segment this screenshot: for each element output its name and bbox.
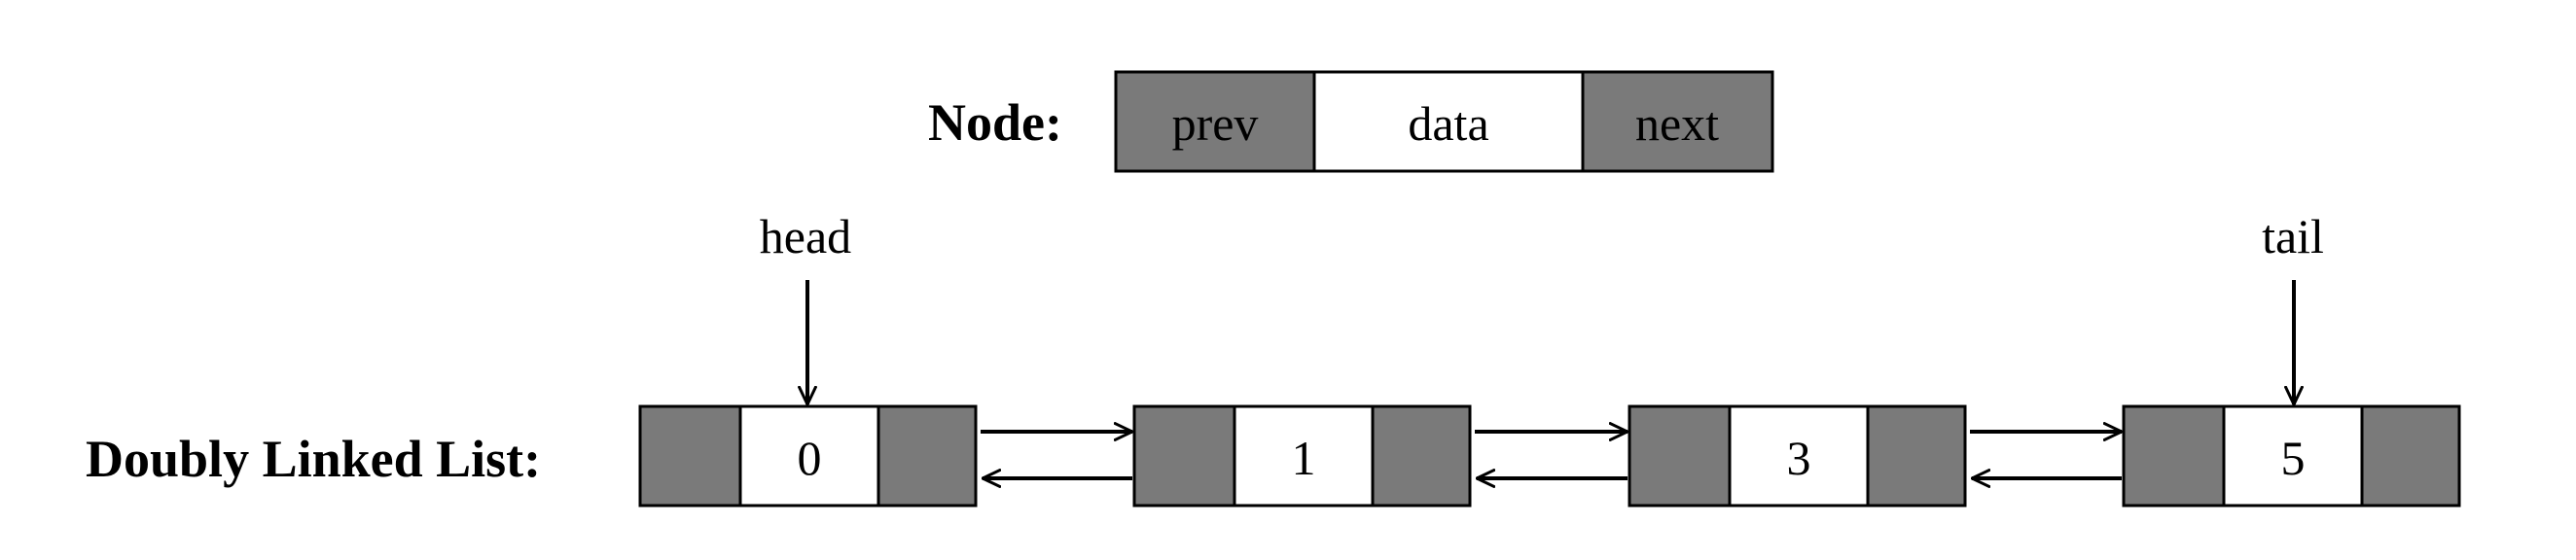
node-legend: Node: prev data next xyxy=(928,70,1774,173)
legend-prev-label: prev xyxy=(1172,96,1259,151)
node-prev-cell xyxy=(1132,404,1236,508)
legend-data-cell xyxy=(1312,70,1585,173)
tail-label: tail xyxy=(2262,209,2324,263)
node-value: 0 xyxy=(798,431,822,485)
list-node: 0 xyxy=(638,404,978,508)
node-legend-box: prev data next xyxy=(1114,70,1774,173)
list-node: 1 xyxy=(1132,404,1472,508)
head-pointer: head xyxy=(760,209,851,404)
head-label: head xyxy=(760,209,851,263)
tail-pointer: tail xyxy=(2262,209,2324,404)
node-value: 1 xyxy=(1292,431,1316,485)
node-data-cell xyxy=(1728,404,1870,508)
list-node: 5 xyxy=(2122,404,2461,508)
list-node: 3 xyxy=(1628,404,1967,508)
list-label: Doubly Linked List: xyxy=(86,430,541,488)
node-next-cell xyxy=(2360,404,2461,508)
legend-prev-cell xyxy=(1114,70,1316,173)
node-next-cell xyxy=(877,404,978,508)
node-prev-cell xyxy=(2122,404,2226,508)
node-prev-cell xyxy=(638,404,742,508)
node-data-cell xyxy=(2222,404,2364,508)
node-next-cell xyxy=(1371,404,1472,508)
node-value: 5 xyxy=(2281,431,2306,485)
legend-data-label: data xyxy=(1408,96,1488,151)
node-links xyxy=(981,432,2122,478)
node-data-cell xyxy=(738,404,880,508)
node-next-cell xyxy=(1866,404,1967,508)
node-value: 3 xyxy=(1787,431,1811,485)
node-legend-label: Node: xyxy=(928,93,1062,152)
legend-next-cell xyxy=(1581,70,1774,173)
node-prev-cell xyxy=(1628,404,1732,508)
legend-next-label: next xyxy=(1635,96,1719,151)
